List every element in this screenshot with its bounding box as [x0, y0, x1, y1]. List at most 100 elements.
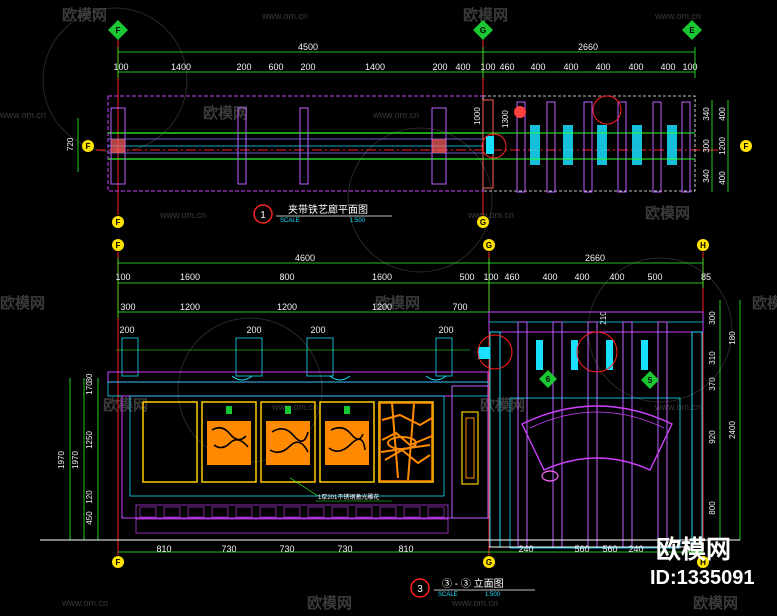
dimension-label: 1200 [372, 302, 392, 312]
dimension-label: 340 [702, 107, 711, 121]
brick [187, 506, 205, 518]
svg-text:F: F [744, 142, 749, 151]
svg-text:G: G [486, 558, 492, 567]
brick [427, 506, 445, 518]
dimension-label: 210 [599, 311, 608, 325]
dimension-label: 300 [708, 311, 717, 325]
dimension-label: 1200 [180, 302, 200, 312]
watermark-url: www.om.cn [0, 110, 46, 120]
dimension-label: 2660 [585, 253, 605, 263]
dimension-label: 1400 [171, 62, 191, 72]
dimension-label: 370 [708, 377, 717, 391]
left-dimension-chain [69, 378, 99, 540]
dimension-label: 4500 [298, 42, 318, 52]
elevation-view: F G H F G H 4600 [40, 239, 741, 598]
small-label: 1300 [501, 110, 510, 128]
grid-bubble: H [697, 239, 709, 251]
dimension-label: 400 [563, 62, 578, 72]
watermark-url: www.om.cn [451, 598, 498, 608]
dimension-label: 1970 [57, 451, 66, 469]
scale-label: SCALE [280, 218, 300, 224]
dimension-label: 400 [660, 62, 675, 72]
brick-joints [139, 506, 445, 518]
brick [307, 506, 325, 518]
grid-bubble: F [112, 216, 124, 228]
dimension-label: 400 [530, 62, 545, 72]
dimension-label: 200 [236, 62, 251, 72]
dimension-label: 1600 [180, 272, 200, 282]
small-label: 1000 [473, 107, 482, 125]
dimension-label: 340 [702, 169, 711, 183]
dimension-label: 240 [628, 544, 643, 554]
watermark-name: 欧模网 [103, 396, 148, 414]
watermark-name: 欧模网 [62, 6, 107, 24]
brick [211, 506, 229, 518]
brick [163, 506, 181, 518]
grid-bubble: G [483, 556, 495, 568]
svg-text:H: H [700, 241, 706, 250]
dimension-label: 560 [574, 544, 589, 554]
brick [355, 506, 373, 518]
dimension-label: 400 [609, 272, 624, 282]
grid-bubble: H [697, 556, 709, 568]
dimension-label: 800 [708, 501, 717, 515]
grid-marker: G [473, 20, 493, 40]
dimension-label: 560 [602, 544, 617, 554]
wall-panel [142, 401, 434, 483]
grid-bubble: F [112, 556, 124, 568]
dimension-label: 240 [518, 544, 533, 554]
dimension-label: 1200 [718, 137, 727, 155]
brick [235, 506, 253, 518]
dimension-label: 450 [85, 511, 94, 525]
watermark-layer: 欧模网 欧模网 欧模网 欧模网 欧模网 欧模网 欧模网 欧模网 欧模网 欧模网 … [0, 6, 777, 612]
dimension-label: 810 [398, 544, 413, 554]
dimension-label: 810 [156, 544, 171, 554]
section-mark: 6 [539, 370, 557, 388]
svg-text:G: G [480, 218, 486, 227]
dimension-chain [117, 47, 696, 78]
grid-bubble: F [112, 239, 124, 251]
dimension-label: 100 [113, 62, 128, 72]
svg-text:F: F [116, 218, 121, 227]
svg-text:1: 1 [260, 210, 266, 221]
dimension-label: 500 [459, 272, 474, 282]
brick [403, 506, 421, 518]
dimension-label: 600 [268, 62, 283, 72]
dimension-label: 460 [499, 62, 514, 72]
dimension-label: 180 [728, 331, 737, 345]
watermark-name: 欧模网 [307, 594, 352, 612]
svg-text:G: G [480, 26, 486, 35]
watermark-name: 欧模网 [463, 6, 508, 24]
dimension-label: 920 [708, 430, 717, 444]
watermark-name: 欧模网 [645, 204, 690, 222]
dimension-label: 800 [279, 272, 294, 282]
dimension-label: 1200 [277, 302, 297, 312]
svg-text:F: F [86, 142, 91, 151]
dimension-label: 120 [85, 490, 94, 504]
grid-bubble: G [477, 216, 489, 228]
svg-text:H: H [700, 558, 706, 567]
brick [259, 506, 277, 518]
brand-id: ID:1335091 [650, 567, 755, 589]
watermark-name: 欧模网 [203, 104, 248, 122]
dimension-label: 100 [483, 272, 498, 282]
right-dimension-chain [711, 100, 729, 192]
brand-stamp: 欧模网 ID:1335091 [650, 535, 755, 589]
view-title-marker: 1 [253, 204, 273, 224]
svg-text:G: G [486, 241, 492, 250]
dimension-label: 100 [115, 272, 130, 282]
base-brick-pattern [135, 504, 449, 534]
brick [379, 506, 397, 518]
dimension-label: 1250 [85, 431, 94, 449]
dimension-label: 100 [682, 62, 697, 72]
watermark-name: 欧模网 [480, 396, 525, 414]
dimension-label: 200 [300, 62, 315, 72]
view-title-marker: 3 [410, 578, 430, 598]
watermark-url: www.om.cn [261, 11, 308, 21]
watermark-url: www.om.cn [467, 210, 514, 220]
